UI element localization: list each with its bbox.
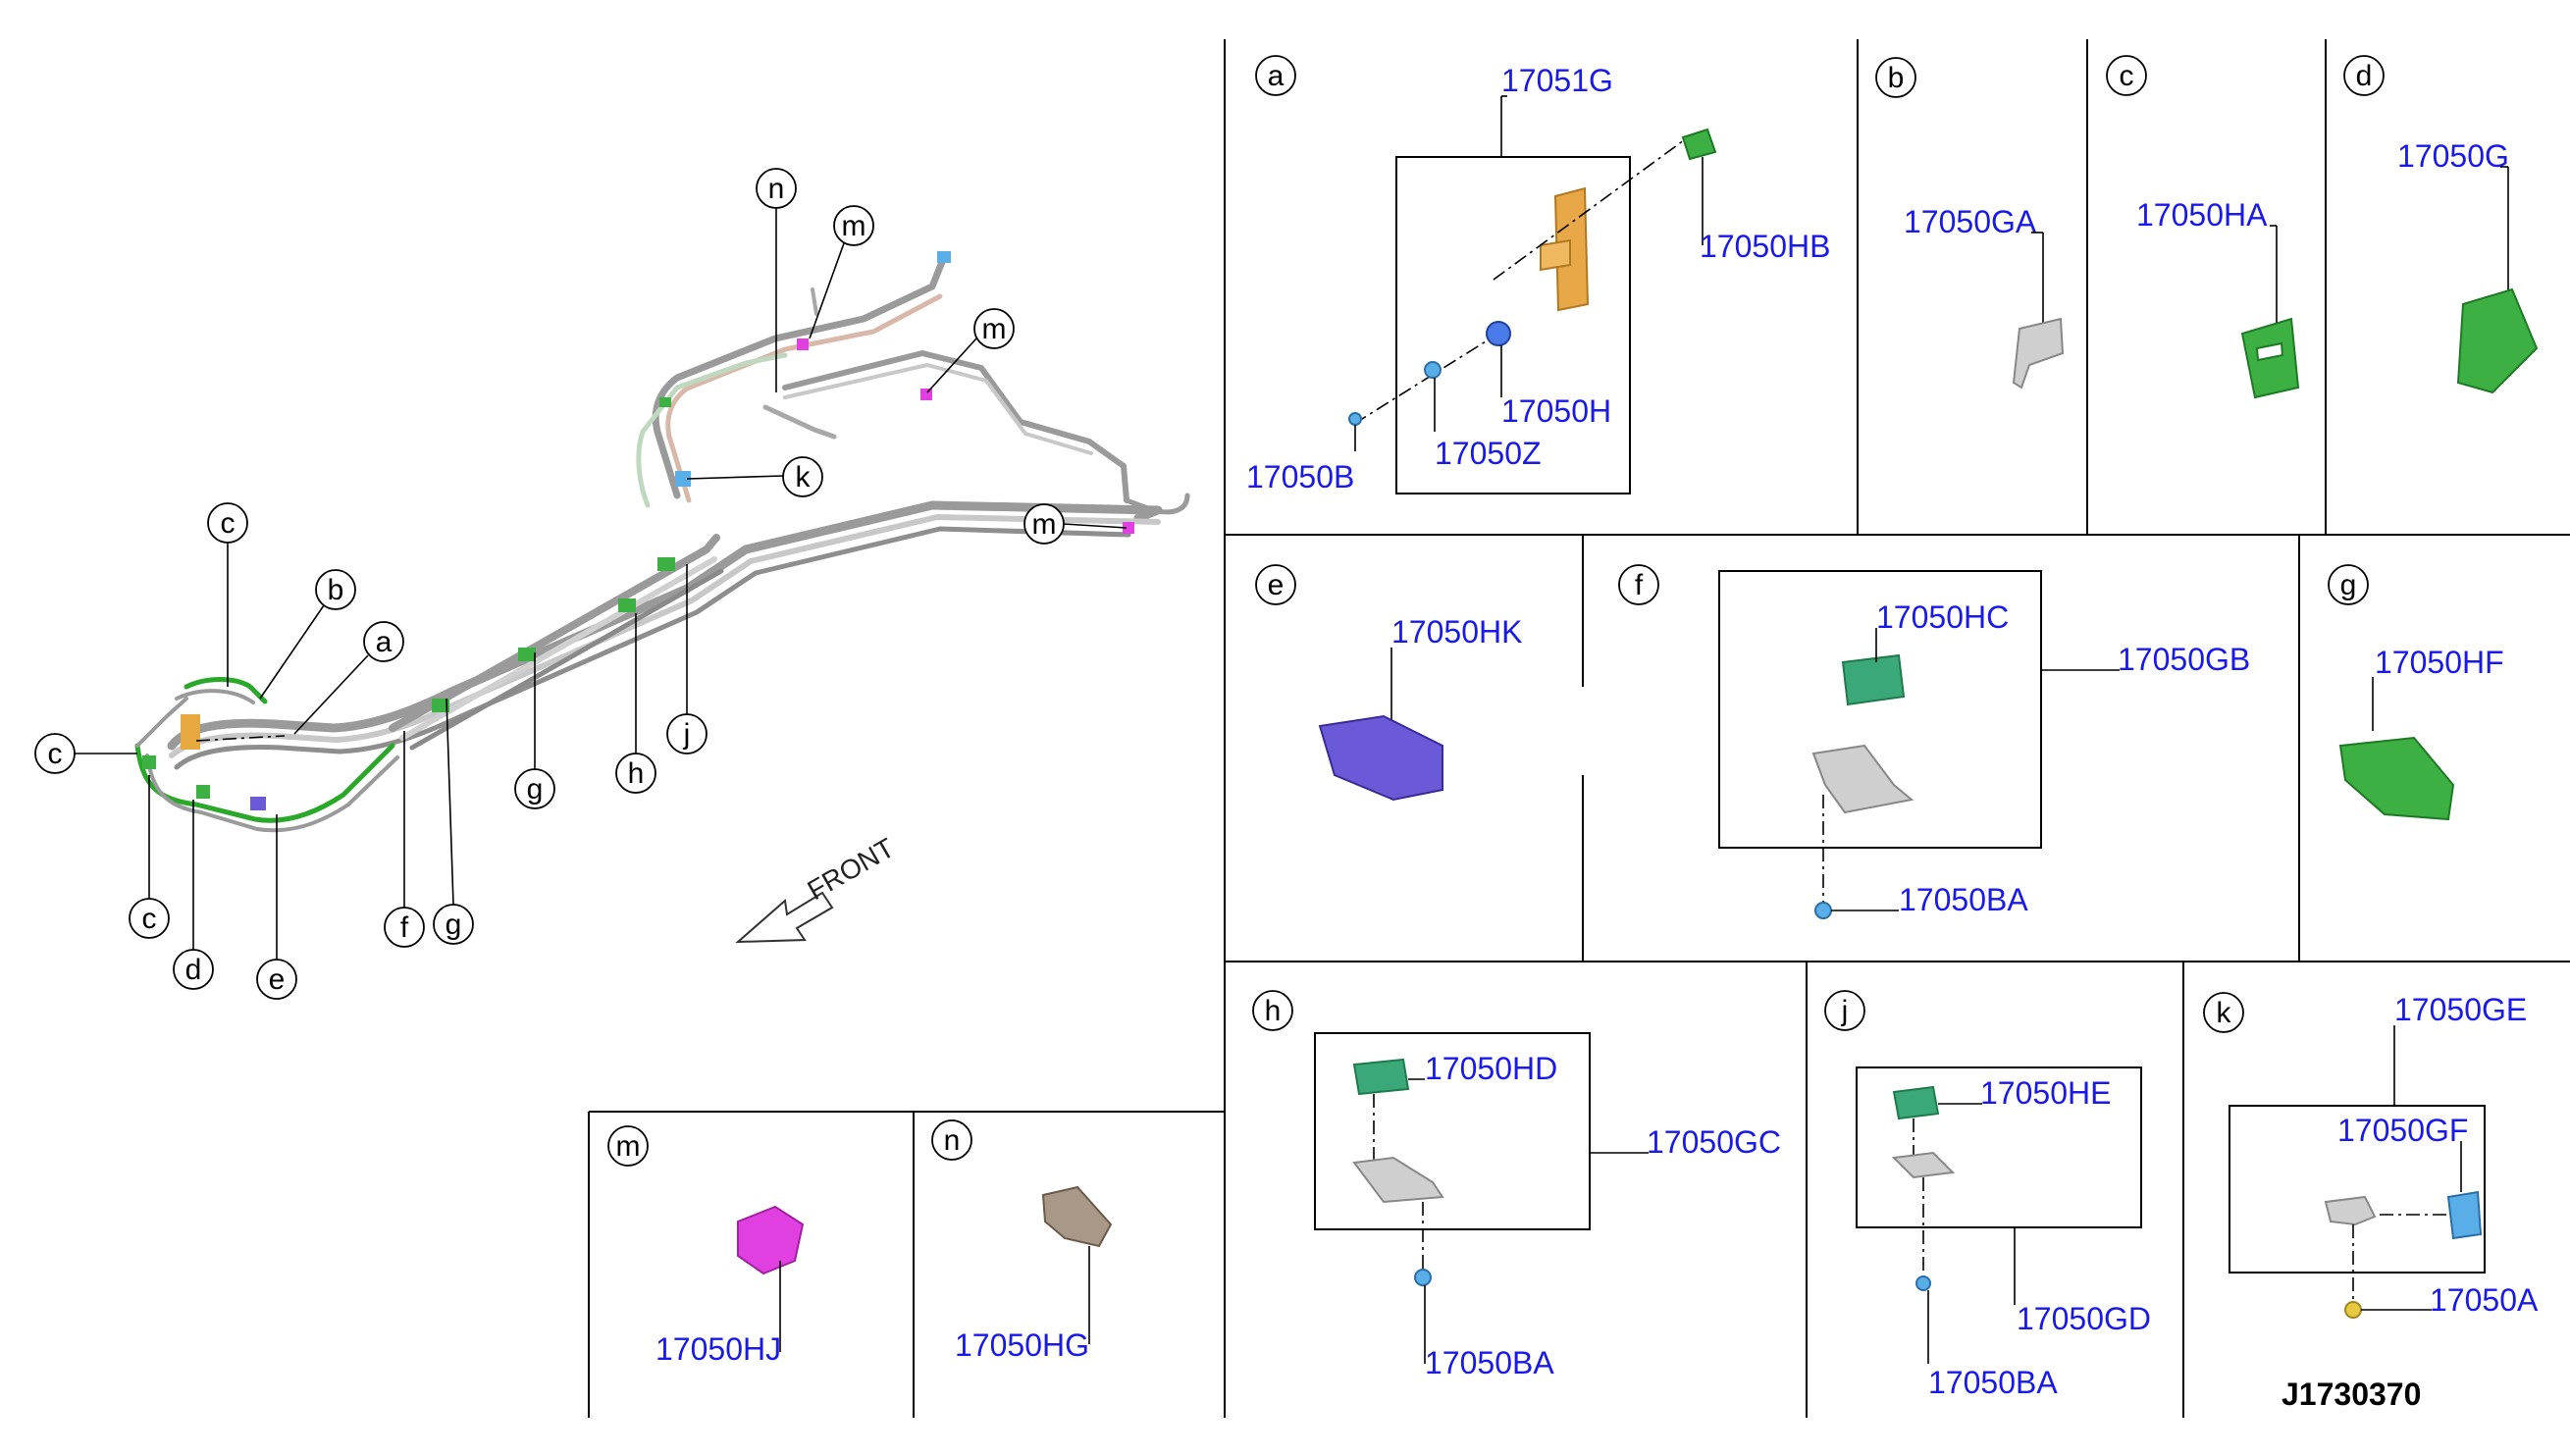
part-17050BA-j: 17050BA <box>1928 1365 2058 1400</box>
part-17050HE: 17050HE <box>1980 1075 2111 1111</box>
callout-k: k <box>796 461 812 494</box>
overview-callouts: n m m m k c b a c c <box>34 168 1128 1000</box>
panel-f: f 17050GB 17050HC 17050BA <box>1618 564 2250 919</box>
panel-b: b 17050GA <box>1875 57 2065 390</box>
callout-m-3: m <box>1032 508 1057 541</box>
panel-n-letter: n <box>944 1124 961 1157</box>
panel-d-letter: d <box>2356 60 2373 92</box>
part-17050HK: 17050HK <box>1391 614 1522 650</box>
panel-e: e 17050HK <box>1255 564 1522 802</box>
callout-a-dashed-guide <box>195 735 286 742</box>
callout-b: b <box>328 574 344 606</box>
part-17050GD: 17050GD <box>2017 1301 2151 1336</box>
part-17050HA: 17050HA <box>2136 197 2268 233</box>
callout-g-mid: g <box>527 773 544 806</box>
front-direction-arrow: FRONT <box>735 832 900 944</box>
panel-grid <box>588 39 2570 1418</box>
part-17050G: 17050G <box>2397 138 2509 174</box>
panel-k: k 17050GE 17050GF 17050A J1730370 <box>2203 992 2539 1412</box>
panel-h-letter: h <box>1265 995 1282 1027</box>
part-17050H: 17050H <box>1501 393 1611 429</box>
part-17050GF: 17050GF <box>2337 1113 2468 1148</box>
panel-n: n 17050HG <box>931 1119 1113 1363</box>
panel-g: g 17050HF <box>2328 564 2504 821</box>
panel-c-letter: c <box>2120 60 2134 92</box>
callout-d: d <box>185 954 202 986</box>
callout-j: j <box>683 718 691 751</box>
panel-f-letter: f <box>1635 569 1644 601</box>
panel-m: m 17050HJ <box>607 1125 805 1367</box>
callout-n: n <box>768 173 785 205</box>
part-17050GC: 17050GC <box>1647 1124 1781 1160</box>
panel-j: j 17050HE 17050BA 17050GD <box>1824 990 2151 1400</box>
panel-e-letter: e <box>1268 569 1285 601</box>
part-17050GE: 17050GE <box>2394 992 2527 1027</box>
part-17050B: 17050B <box>1246 459 1354 494</box>
part-17050HF: 17050HF <box>2375 645 2504 680</box>
panel-d: d 17050G <box>2343 55 2539 394</box>
part-17050BA-h: 17050BA <box>1425 1345 1554 1380</box>
part-17050GB: 17050GB <box>2118 642 2250 677</box>
panel-b-letter: b <box>1888 62 1905 94</box>
part-17050BA-f: 17050BA <box>1899 882 2028 917</box>
callout-c-bottom: c <box>142 903 157 935</box>
panel-h: h 17050GC 17050HD 17050BA <box>1252 990 1781 1380</box>
callout-e: e <box>269 963 286 996</box>
callout-c-left: c <box>48 738 63 770</box>
panel-k-letter: k <box>2217 997 2232 1029</box>
callout-c-top: c <box>221 507 236 540</box>
callout-g-bottom: g <box>446 909 462 941</box>
panel-a: a 17051G 17050HB 17050H 17050Z 17050B <box>1246 55 1830 494</box>
callout-f: f <box>400 911 409 944</box>
brake-line-routing <box>134 251 1190 833</box>
part-17050HG: 17050HG <box>955 1327 1089 1363</box>
reference-code: J1730370 <box>2282 1377 2421 1412</box>
part-17050HJ: 17050HJ <box>656 1331 781 1367</box>
part-17050HC: 17050HC <box>1876 599 2009 635</box>
callout-m-2: m <box>982 313 1007 345</box>
part-17050A: 17050A <box>2430 1282 2539 1318</box>
part-17050GA: 17050GA <box>1904 204 2037 239</box>
part-17050HD: 17050HD <box>1425 1051 1557 1086</box>
part-17050Z: 17050Z <box>1435 436 1542 471</box>
panel-c: c 17050HA <box>2106 55 2300 399</box>
callout-a: a <box>376 626 393 658</box>
part-17050HB: 17050HB <box>1700 229 1830 264</box>
callout-h: h <box>628 757 645 790</box>
part-17051G: 17051G <box>1501 63 1613 98</box>
panel-j-letter: j <box>1841 995 1849 1027</box>
panel-g-letter: g <box>2340 569 2357 601</box>
callout-m-1: m <box>842 210 866 242</box>
panel-a-letter: a <box>1268 60 1285 92</box>
panel-m-letter: m <box>616 1130 641 1163</box>
front-label: FRONT <box>803 832 900 906</box>
